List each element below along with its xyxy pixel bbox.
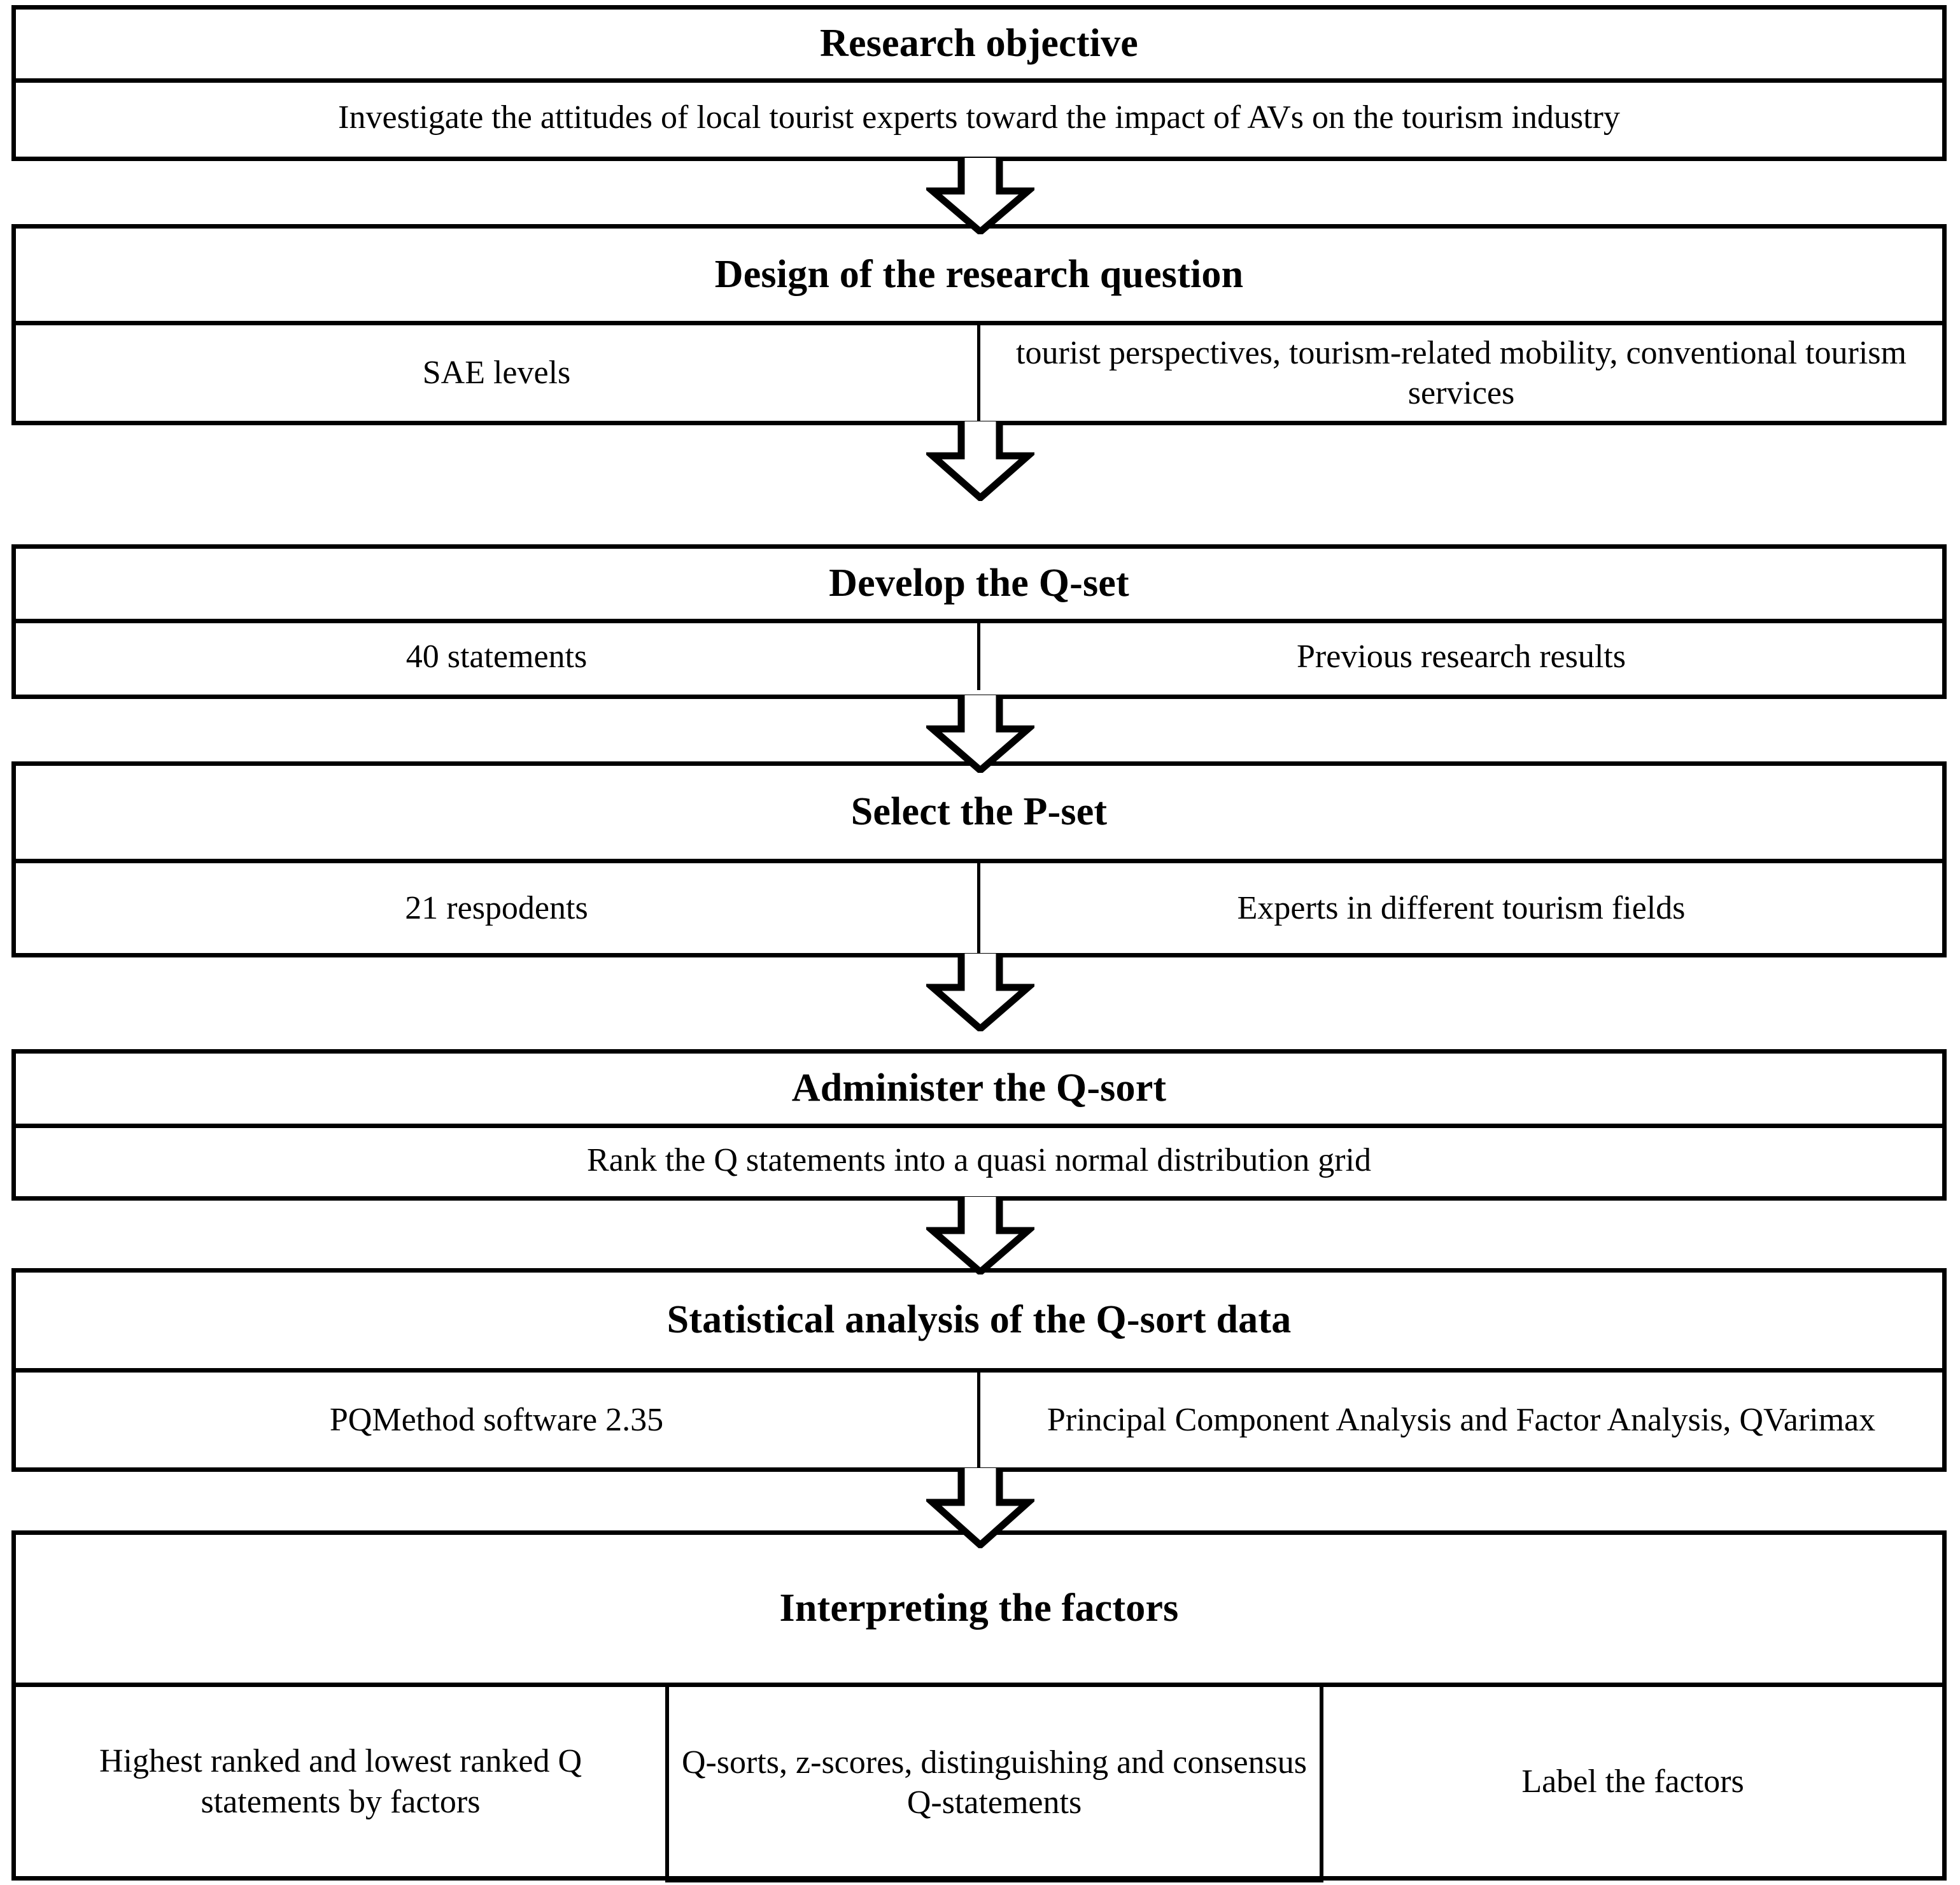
step-title-text: Administer the Q-sort — [791, 1066, 1167, 1110]
detail-cell: Investigate the attitudes of local touri… — [16, 83, 1942, 152]
step-title-text: Design of the research question — [714, 252, 1244, 296]
step-detail-row: PQMethod software 2.35 Principal Compone… — [16, 1368, 1942, 1467]
detail-cell-left: PQMethod software 2.35 — [16, 1373, 977, 1467]
detail-cell-right: Previous research results — [977, 623, 1942, 690]
step-title-text: Research objective — [820, 22, 1138, 66]
connector-arrow-2 — [926, 421, 1034, 501]
detail-cell-text: SAE levels — [422, 355, 571, 392]
detail-cell-text: 40 statements — [405, 638, 588, 675]
detail-cell-right: tourist perspectives, tourism-related mo… — [977, 325, 1942, 421]
detail-cell-middle: Q-sorts, z-scores, distinguishing and co… — [665, 1683, 1323, 1882]
detail-cell-right: Principal Component Analysis and Factor … — [977, 1373, 1942, 1467]
detail-cell: Rank the Q statements into a quasi norma… — [16, 1128, 1942, 1192]
step-detail-row: Rank the Q statements into a quasi norma… — [16, 1124, 1942, 1192]
step-detail-row: 40 statements Previous research results — [16, 619, 1942, 690]
step-title: Interpreting the factors — [16, 1535, 1942, 1683]
detail-cell-text: Investigate the attitudes of local touri… — [338, 99, 1620, 136]
step-box-design-research-question: Design of the research question SAE leve… — [11, 224, 1947, 425]
detail-cell-text: Rank the Q statements into a quasi norma… — [587, 1141, 1371, 1178]
step-title: Develop the Q-set — [16, 549, 1942, 619]
connector-arrow-5 — [926, 1197, 1034, 1274]
connector-arrow-3 — [926, 695, 1034, 773]
detail-cell-left: SAE levels — [16, 325, 977, 421]
detail-cell-text: Principal Component Analysis and Factor … — [1047, 1401, 1876, 1438]
detail-cell-left: Highest ranked and lowest ranked Q state… — [16, 1687, 665, 1876]
step-title: Research objective — [16, 10, 1942, 78]
step-title-text: Statistical analysis of the Q-sort data — [666, 1298, 1292, 1342]
detail-cell-text: PQMethod software 2.35 — [329, 1401, 664, 1438]
detail-cell-text: Experts in different tourism fields — [1237, 889, 1686, 926]
detail-cell-left: 21 respodents — [16, 863, 977, 953]
detail-cell-text: Q-sorts, z-scores, distinguishing and co… — [681, 1744, 1308, 1821]
step-box-statistical-analysis: Statistical analysis of the Q-sort data … — [11, 1268, 1947, 1472]
detail-cell-text: Previous research results — [1297, 638, 1626, 675]
connector-arrow-4 — [926, 954, 1034, 1031]
detail-cell-right: Experts in different tourism fields — [977, 863, 1942, 953]
step-detail-row: Investigate the attitudes of local touri… — [16, 78, 1942, 152]
step-detail-row: 21 respodents Experts in different touri… — [16, 859, 1942, 953]
step-detail-row: Highest ranked and lowest ranked Q state… — [16, 1683, 1942, 1882]
detail-cell-text: tourist perspectives, tourism-related mo… — [1016, 334, 1907, 411]
detail-cell-text: Label the factors — [1521, 1763, 1744, 1800]
step-title: Administer the Q-sort — [16, 1054, 1942, 1124]
step-title-text: Interpreting the factors — [779, 1586, 1179, 1630]
detail-cell-right: Label the factors — [1323, 1687, 1942, 1876]
step-box-administer-q-sort: Administer the Q-sort Rank the Q stateme… — [11, 1049, 1947, 1201]
step-box-interpreting-factors: Interpreting the factors Highest ranked … — [11, 1530, 1947, 1882]
step-title: Select the P-set — [16, 766, 1942, 859]
detail-cell-text: 21 respodents — [405, 889, 588, 926]
step-title-text: Select the P-set — [850, 790, 1108, 834]
connector-arrow-6 — [926, 1468, 1034, 1548]
step-title: Design of the research question — [16, 229, 1942, 321]
step-title-text: Develop the Q-set — [829, 561, 1129, 605]
step-box-select-p-set: Select the P-set 21 respodents Experts i… — [11, 761, 1947, 957]
connector-arrow-1 — [926, 158, 1034, 234]
step-box-develop-q-set: Develop the Q-set 40 statements Previous… — [11, 544, 1947, 699]
detail-cell-text: Highest ranked and lowest ranked Q state… — [99, 1743, 582, 1820]
step-detail-row: SAE levels tourist perspectives, tourism… — [16, 321, 1942, 421]
detail-cell-left: 40 statements — [16, 623, 977, 690]
step-title: Statistical analysis of the Q-sort data — [16, 1273, 1942, 1368]
step-box-research-objective: Research objective Investigate the attit… — [11, 5, 1947, 161]
